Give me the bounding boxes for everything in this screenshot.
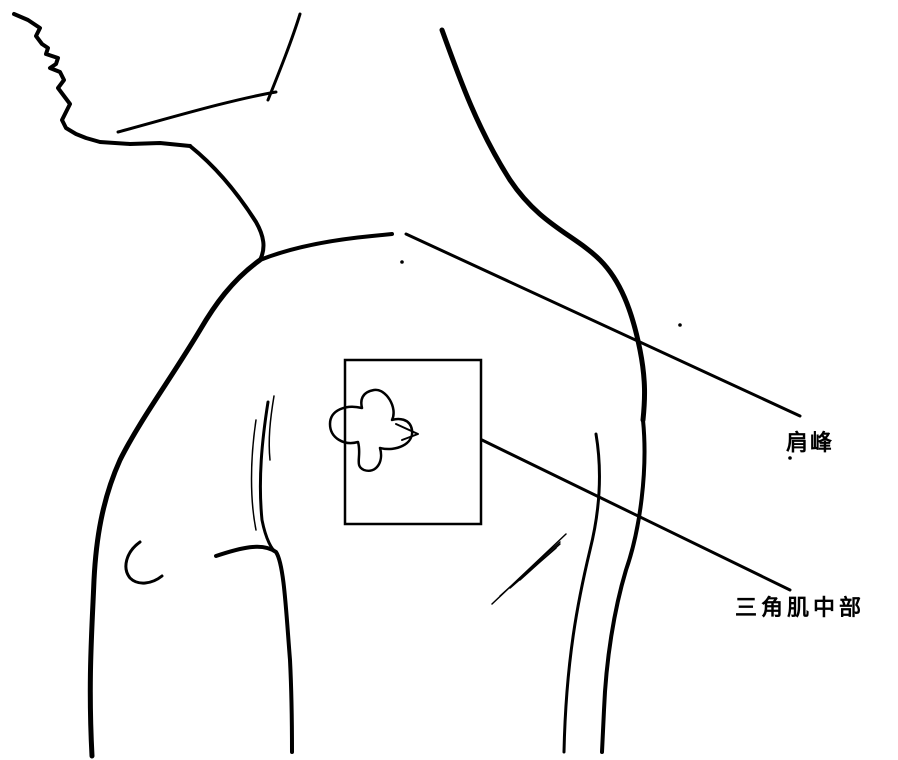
- collarbone-line: [260, 234, 392, 260]
- shoulder-dot: [400, 260, 404, 264]
- arm-inner-shading: [252, 420, 257, 530]
- shoulder-dot: [678, 323, 682, 327]
- arm-inner-contour: [260, 402, 276, 552]
- arm-right-contour: [602, 420, 644, 752]
- acupoint-label: 肩峰: [786, 431, 834, 457]
- deltoid-pointer-line: [482, 440, 790, 590]
- arm-curl-mark: [126, 542, 162, 583]
- back-neck-line: [442, 30, 645, 420]
- arm-inner-shading: [269, 396, 274, 460]
- deltoid-patch: [345, 360, 481, 524]
- arm-hatching: [492, 534, 566, 604]
- jaw-line: [118, 92, 276, 132]
- shoulder-outer-contour: [90, 260, 260, 756]
- patch-blob: [330, 390, 418, 471]
- deltoid-label: 三角肌中部: [735, 596, 865, 622]
- arm-left-lower: [216, 547, 292, 752]
- neck-front-line: [190, 146, 263, 260]
- face-profile: [14, 14, 190, 146]
- neck-upper-curve: [268, 14, 300, 100]
